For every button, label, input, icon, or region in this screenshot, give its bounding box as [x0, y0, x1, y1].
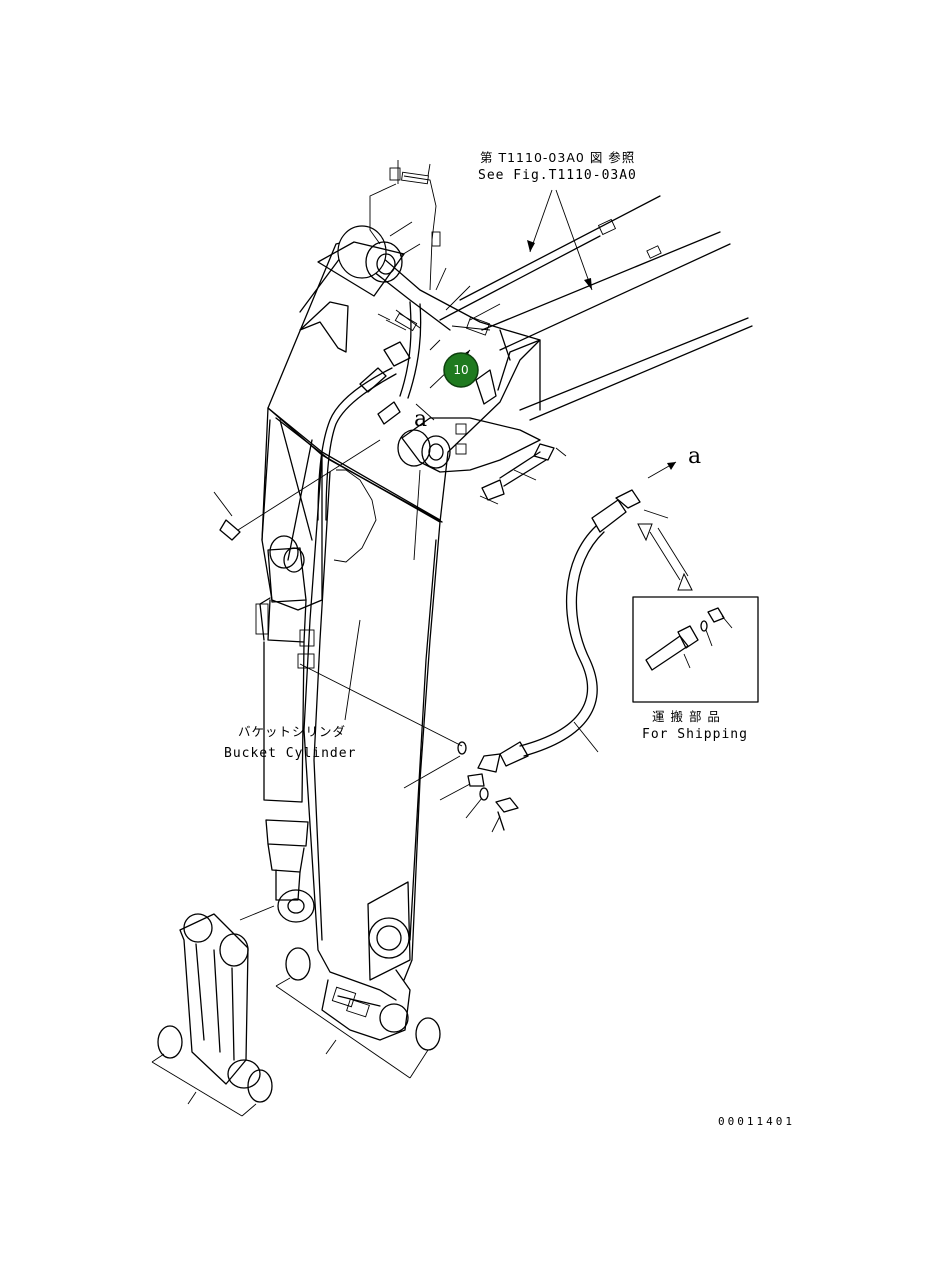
shims [151, 947, 441, 1117]
bucket-cylinder-label-jp: バケットシリンダ [238, 724, 346, 739]
loose-parts [299, 663, 519, 833]
left-grease-fitting [213, 439, 381, 541]
bucket-cylinder-label-en: Bucket Cylinder [224, 746, 356, 761]
shipping-label-jp: 運 搬 部 品 [652, 709, 721, 724]
callout-10[interactable]: 10 [443, 352, 479, 388]
boom-foot-bracket [397, 369, 541, 473]
upper-hose [317, 301, 422, 521]
shipping-label-en: For Shipping [642, 727, 748, 742]
arm-head-boss [317, 225, 405, 297]
shipping-double-arrow [637, 461, 693, 591]
reference-label-en: See Fig.T1110-03A0 [478, 168, 637, 183]
mid-hose-fittings [479, 443, 567, 505]
arm-body [261, 237, 541, 1041]
long-hose [477, 489, 669, 773]
detail-marker-a-lower: a [414, 407, 427, 432]
drawing-number: 00011401 [718, 1115, 795, 1128]
reference-label-jp: 第 T1110-03A0 図 参照 [480, 150, 635, 165]
boom [439, 195, 753, 421]
shipping-detail-box [632, 596, 759, 703]
reference-arrows [527, 189, 593, 291]
detail-marker-a-upper: a [688, 444, 701, 469]
bucket-link [179, 905, 275, 1089]
bucket-cylinder [255, 535, 315, 923]
leader-lines-top [369, 160, 501, 351]
callout-10-label: 10 [453, 363, 468, 377]
